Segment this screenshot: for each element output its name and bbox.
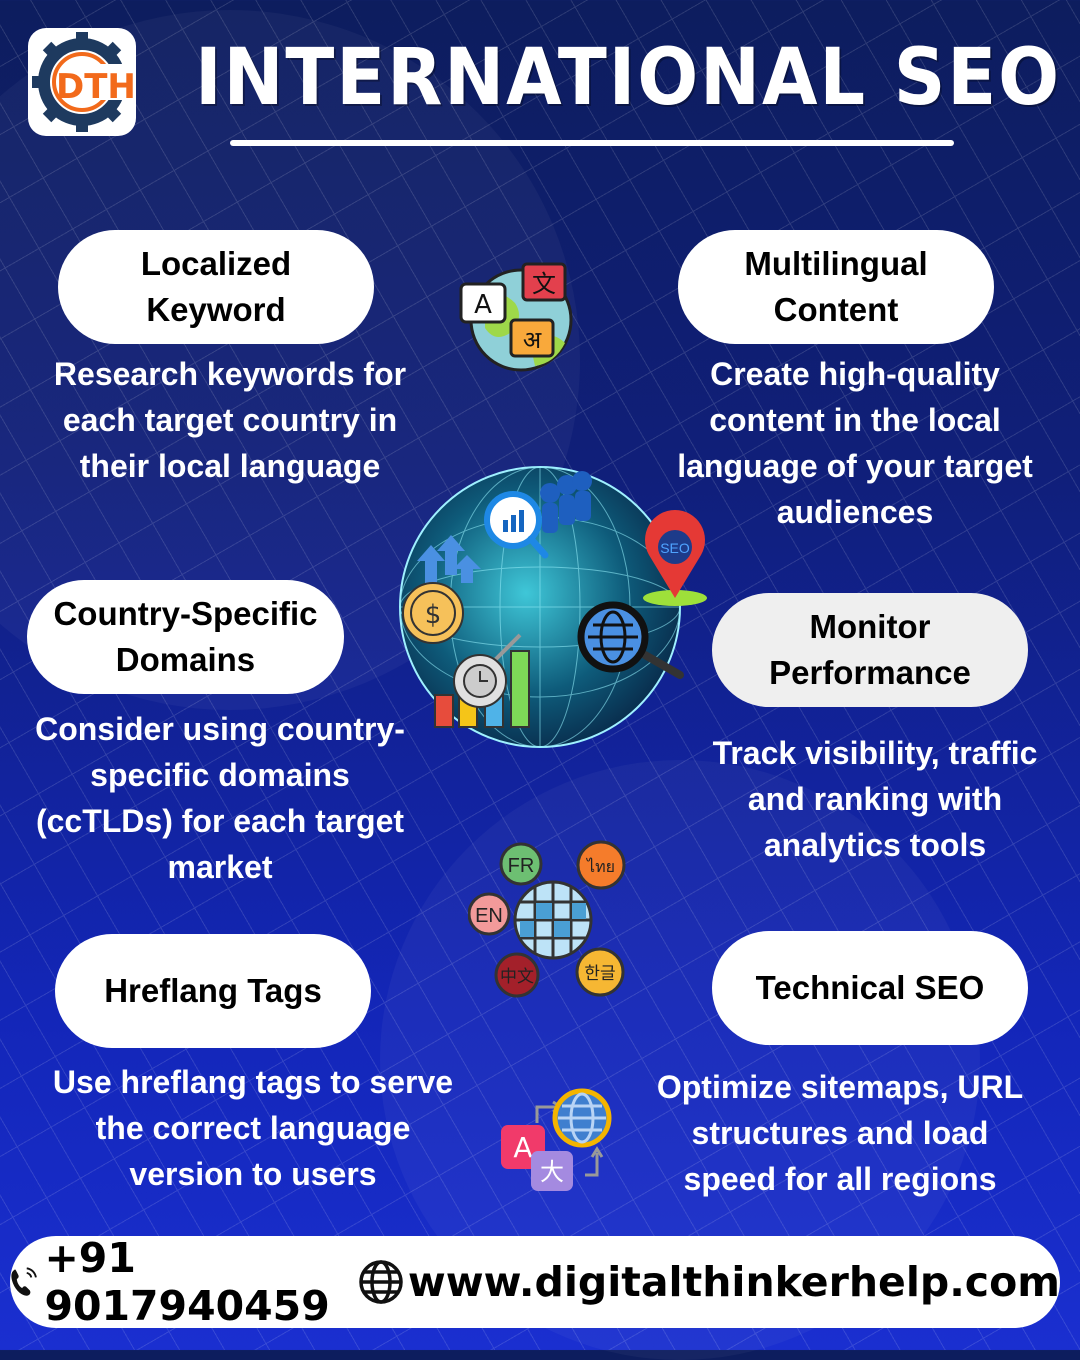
pill-title: Country-Specific <box>53 595 318 632</box>
revenue-growth-icon: $ <box>402 535 481 644</box>
pill-title: Hreflang Tags <box>104 972 322 1009</box>
company-logo: DTH <box>28 28 136 136</box>
pill-title: Localized <box>140 245 292 282</box>
globe-icon <box>359 1260 403 1304</box>
svg-text:FR: FR <box>508 855 535 877</box>
svg-text:A: A <box>474 290 492 320</box>
page-title: INTERNATIONAL SEO <box>195 33 1061 123</box>
pill-title: Keyword <box>146 291 286 328</box>
svg-text:한글: 한글 <box>584 964 615 984</box>
performance-chart-icon <box>434 633 530 728</box>
svg-text:ไทย: ไทย <box>585 857 615 876</box>
svg-text:大: 大 <box>540 1158 564 1186</box>
country-specific-domains-description: Consider using country-specific domains(… <box>35 711 405 885</box>
seo-location-pin-icon: SEO <box>643 510 707 606</box>
pill-title: Content <box>773 291 899 328</box>
pill-title: Domains <box>115 641 256 678</box>
phone-number[interactable]: +91 9017940459 <box>44 1234 330 1330</box>
multilanguage-globe-icon: FR EN ไทย 中文 한글 <box>468 840 626 998</box>
svg-text:文: 文 <box>532 270 556 298</box>
audience-analytics-icon <box>484 471 592 559</box>
svg-text:A: A <box>513 1131 532 1164</box>
global-search-icon <box>577 601 684 679</box>
svg-text:SEO: SEO <box>660 540 690 556</box>
contact-bar: +91 9017940459 www.digitalthinkerhelp.co… <box>10 1234 1060 1330</box>
phone-contact[interactable]: +91 9017940459 <box>10 1234 342 1330</box>
svg-text:中文: 中文 <box>500 967 534 987</box>
seo-globe-illustration: SEO $ <box>399 466 707 748</box>
gear-logo-icon: DTH <box>32 32 136 132</box>
pill-title: Performance <box>769 654 971 691</box>
website-contact[interactable]: www.digitalthinkerhelp.com <box>358 1258 1060 1306</box>
pill-title: Monitor <box>809 608 931 645</box>
svg-text:अ: अ <box>523 326 542 354</box>
website-link[interactable]: www.digitalthinkerhelp.com <box>407 1258 1060 1306</box>
pill-title: Multilingual <box>744 245 928 282</box>
translate-globe-icon: A 文 अ <box>459 262 573 372</box>
technical-seo-pill: Technical SEO <box>712 931 1028 1045</box>
svg-text:DTH: DTH <box>56 67 136 107</box>
phone-icon <box>11 1267 37 1296</box>
svg-text:$: $ <box>425 600 442 630</box>
svg-text:EN: EN <box>475 905 503 927</box>
pill-title: Technical SEO <box>755 969 985 1006</box>
hreflang-tags-pill: Hreflang Tags <box>55 934 371 1048</box>
translation-app-icon: A 大 <box>501 1088 612 1191</box>
title-underline <box>230 140 954 146</box>
